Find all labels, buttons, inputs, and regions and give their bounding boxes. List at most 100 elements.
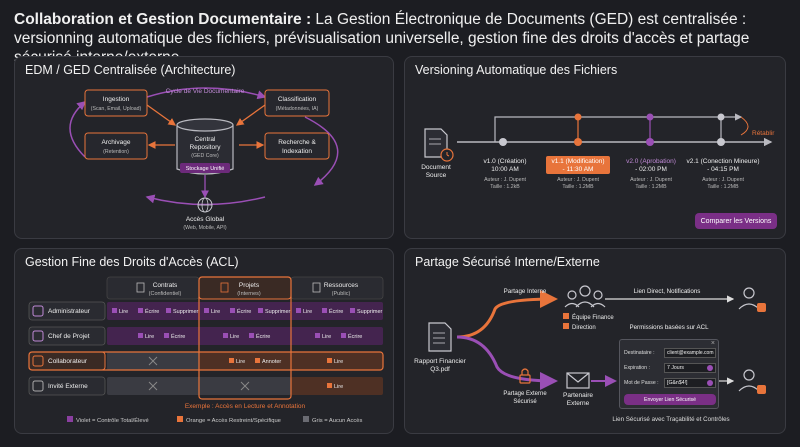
col-projets-title: Projets: [239, 282, 260, 289]
form-close-icon[interactable]: ×: [710, 340, 715, 347]
globe-icon: [197, 197, 213, 213]
perm-collab-ressources-lire: Lire: [334, 359, 343, 365]
v20-size: Taille : 1.2MB: [635, 184, 667, 190]
perm-chef-ressources-ecrire: Écrire: [348, 333, 362, 340]
document-source-icon: [424, 128, 454, 162]
archivage-box: [84, 132, 148, 160]
v10-label: v1.0 (Création): [484, 158, 527, 165]
acl-example: Exemple : Accès en Lecture et Annotation: [185, 403, 306, 410]
legend-violet: Violet = Contrôle Total/Élevé: [76, 417, 149, 424]
perm-collab-projets-lire: Lire: [236, 359, 245, 365]
header-title-bold: Collaboration et Gestion Documentaire :: [14, 11, 312, 28]
classification-box: [264, 89, 330, 117]
perm-chef-projets-ecrire: Écrire: [256, 333, 270, 340]
v11-top-dot: [574, 113, 582, 121]
eye-icon[interactable]: [707, 380, 713, 386]
sharing-panel-title: Partage Sécurisé Interne/Externe: [415, 255, 600, 269]
team-finance-checkbox: [563, 313, 569, 319]
acl-panel: Gestion Fine des Droits d'Accès (ACL): [14, 248, 394, 434]
partner-label-1: Partenaire: [563, 392, 593, 399]
versioning-panel-title: Versioning Automatique des Fichiers: [415, 63, 618, 77]
row-admin-label: Administrateur: [48, 308, 91, 315]
v20-dot: [646, 138, 654, 146]
v11-time: - 11:30 AM: [563, 166, 594, 173]
projects-doc-icon: [220, 282, 229, 293]
v21-dot: [717, 138, 725, 146]
row-guest-label: Invité Externe: [48, 383, 88, 390]
central-repository: [176, 118, 234, 175]
v21-author: Auteur : J. Dupent: [702, 177, 744, 183]
dest-input[interactable]: client@example.com: [664, 348, 716, 358]
ingestion-box: [84, 89, 148, 117]
restore-label: Rétablir: [752, 130, 775, 137]
perm-chef-projets-lire: Lire: [230, 334, 239, 340]
perm-admin-ressources-lire: Lire: [303, 309, 312, 315]
col-ressources-sub: (Public): [332, 291, 351, 297]
edm-diagram: Cycle de Vie Documentaire Ingestion (Sca…: [69, 87, 339, 231]
repo-line1: Central: [195, 136, 217, 143]
perm-collab-projets-annoter: Annoter: [262, 359, 281, 365]
repo-line3: (GED Core): [191, 153, 219, 159]
perm-admin-projets-ecrire: Écrire: [237, 308, 251, 315]
password-input[interactable]: [G&n$4!]: [664, 378, 716, 388]
sharing-panel: Partage Sécurisé Interne/Externe: [404, 248, 786, 434]
password-value: [G&n$4!]: [667, 380, 688, 386]
expiration-select[interactable]: 7 Jours: [664, 363, 716, 373]
edm-panel-title: EDM / GED Centralisée (Architecture): [25, 63, 236, 77]
perm-admin-contrats-ecrire: Écrire: [145, 308, 159, 315]
perm-admin-ressources-supprimer: Supprimer: [357, 309, 383, 315]
secure-share-form: × Destinataire : client@example.com Expi…: [619, 339, 719, 409]
archivage-title: Archivage: [102, 139, 131, 146]
partner-label-2: Externe: [567, 400, 590, 407]
col-contrats-title: Contrats: [153, 282, 178, 289]
collab-user-icon: [32, 355, 44, 367]
team-finance-label: Équipe Finance: [572, 314, 614, 321]
expiration-value: 7 Jours: [667, 365, 685, 371]
team-direction-checkbox: [563, 323, 569, 329]
ingestion-title: Ingestion: [103, 96, 130, 103]
v11-dot: [574, 138, 582, 146]
row-chef-label: Chef de Projet: [48, 333, 90, 340]
pdf-document-icon: [428, 322, 452, 352]
pwd-label: Mot de Passe :: [624, 380, 659, 386]
ingestion-sub: (Scan, Email, Upload): [91, 106, 142, 112]
legend-grey-swatch: [303, 416, 309, 422]
recherche-title: Recherche &: [278, 139, 316, 146]
external-share-label-2: Sécurisé: [513, 399, 537, 405]
recherche-box: [264, 132, 330, 160]
v20-top-dot: [646, 113, 654, 121]
internal-share-label: Partage Interne: [504, 288, 547, 295]
acl-panel-title: Gestion Fine des Droits d'Accès (ACL): [25, 255, 239, 269]
compare-versions-button[interactable]: Comparer les Versions: [695, 213, 777, 229]
acl-matrix: Contrats (Confidentiel) Projets (Interne…: [28, 276, 384, 424]
resources-doc-icon: [312, 282, 321, 293]
v21-top-dot: [717, 113, 725, 121]
no-access-icon: [148, 356, 250, 391]
sharing-diagram: Rapport Financier Q3.pdf Partage Interne…: [414, 285, 766, 423]
perm-admin-projets-lire: Lire: [211, 309, 220, 315]
v10-dot: [499, 138, 507, 146]
dest-label: Destinataire :: [624, 350, 655, 356]
perm-guest-ressources-lire: Lire: [334, 384, 343, 390]
chevron-down-icon: [707, 365, 713, 371]
v11-size: Taille : 1.2MB: [562, 184, 594, 190]
versioning-timeline: Rétablir Document Source v1.0 (Création)…: [421, 113, 775, 190]
v21-size: Taille : 1.2MB: [707, 184, 739, 190]
perm-admin-contrats-supprimer: Supprimer: [173, 309, 199, 315]
legend-orange-swatch: [177, 416, 183, 422]
v20-label: v2.0 (Aprobation): [626, 158, 676, 165]
group-users-icon: [564, 285, 606, 308]
v11-highlight: [546, 156, 610, 174]
v21-label: v2.1 (Conection Mineure): [687, 158, 760, 165]
guest-user-icon: [32, 380, 44, 392]
doc-label-1: Rapport Financier: [414, 358, 466, 365]
cycle-label: Cycle de Vie Documentaire: [166, 88, 245, 95]
perm-chef-ressources-lire: Lire: [322, 334, 331, 340]
send-secure-link-button[interactable]: Envoyer Lien Sécurisé: [624, 394, 716, 405]
recherche-sub: Indexation: [282, 148, 312, 155]
archivage-sub: (Retention): [103, 149, 129, 155]
repo-line2: Repository: [189, 144, 221, 151]
legend-violet-swatch: [67, 416, 73, 422]
v10-time: 10:00 AM: [491, 166, 518, 173]
source-label-2: Source: [426, 172, 447, 179]
